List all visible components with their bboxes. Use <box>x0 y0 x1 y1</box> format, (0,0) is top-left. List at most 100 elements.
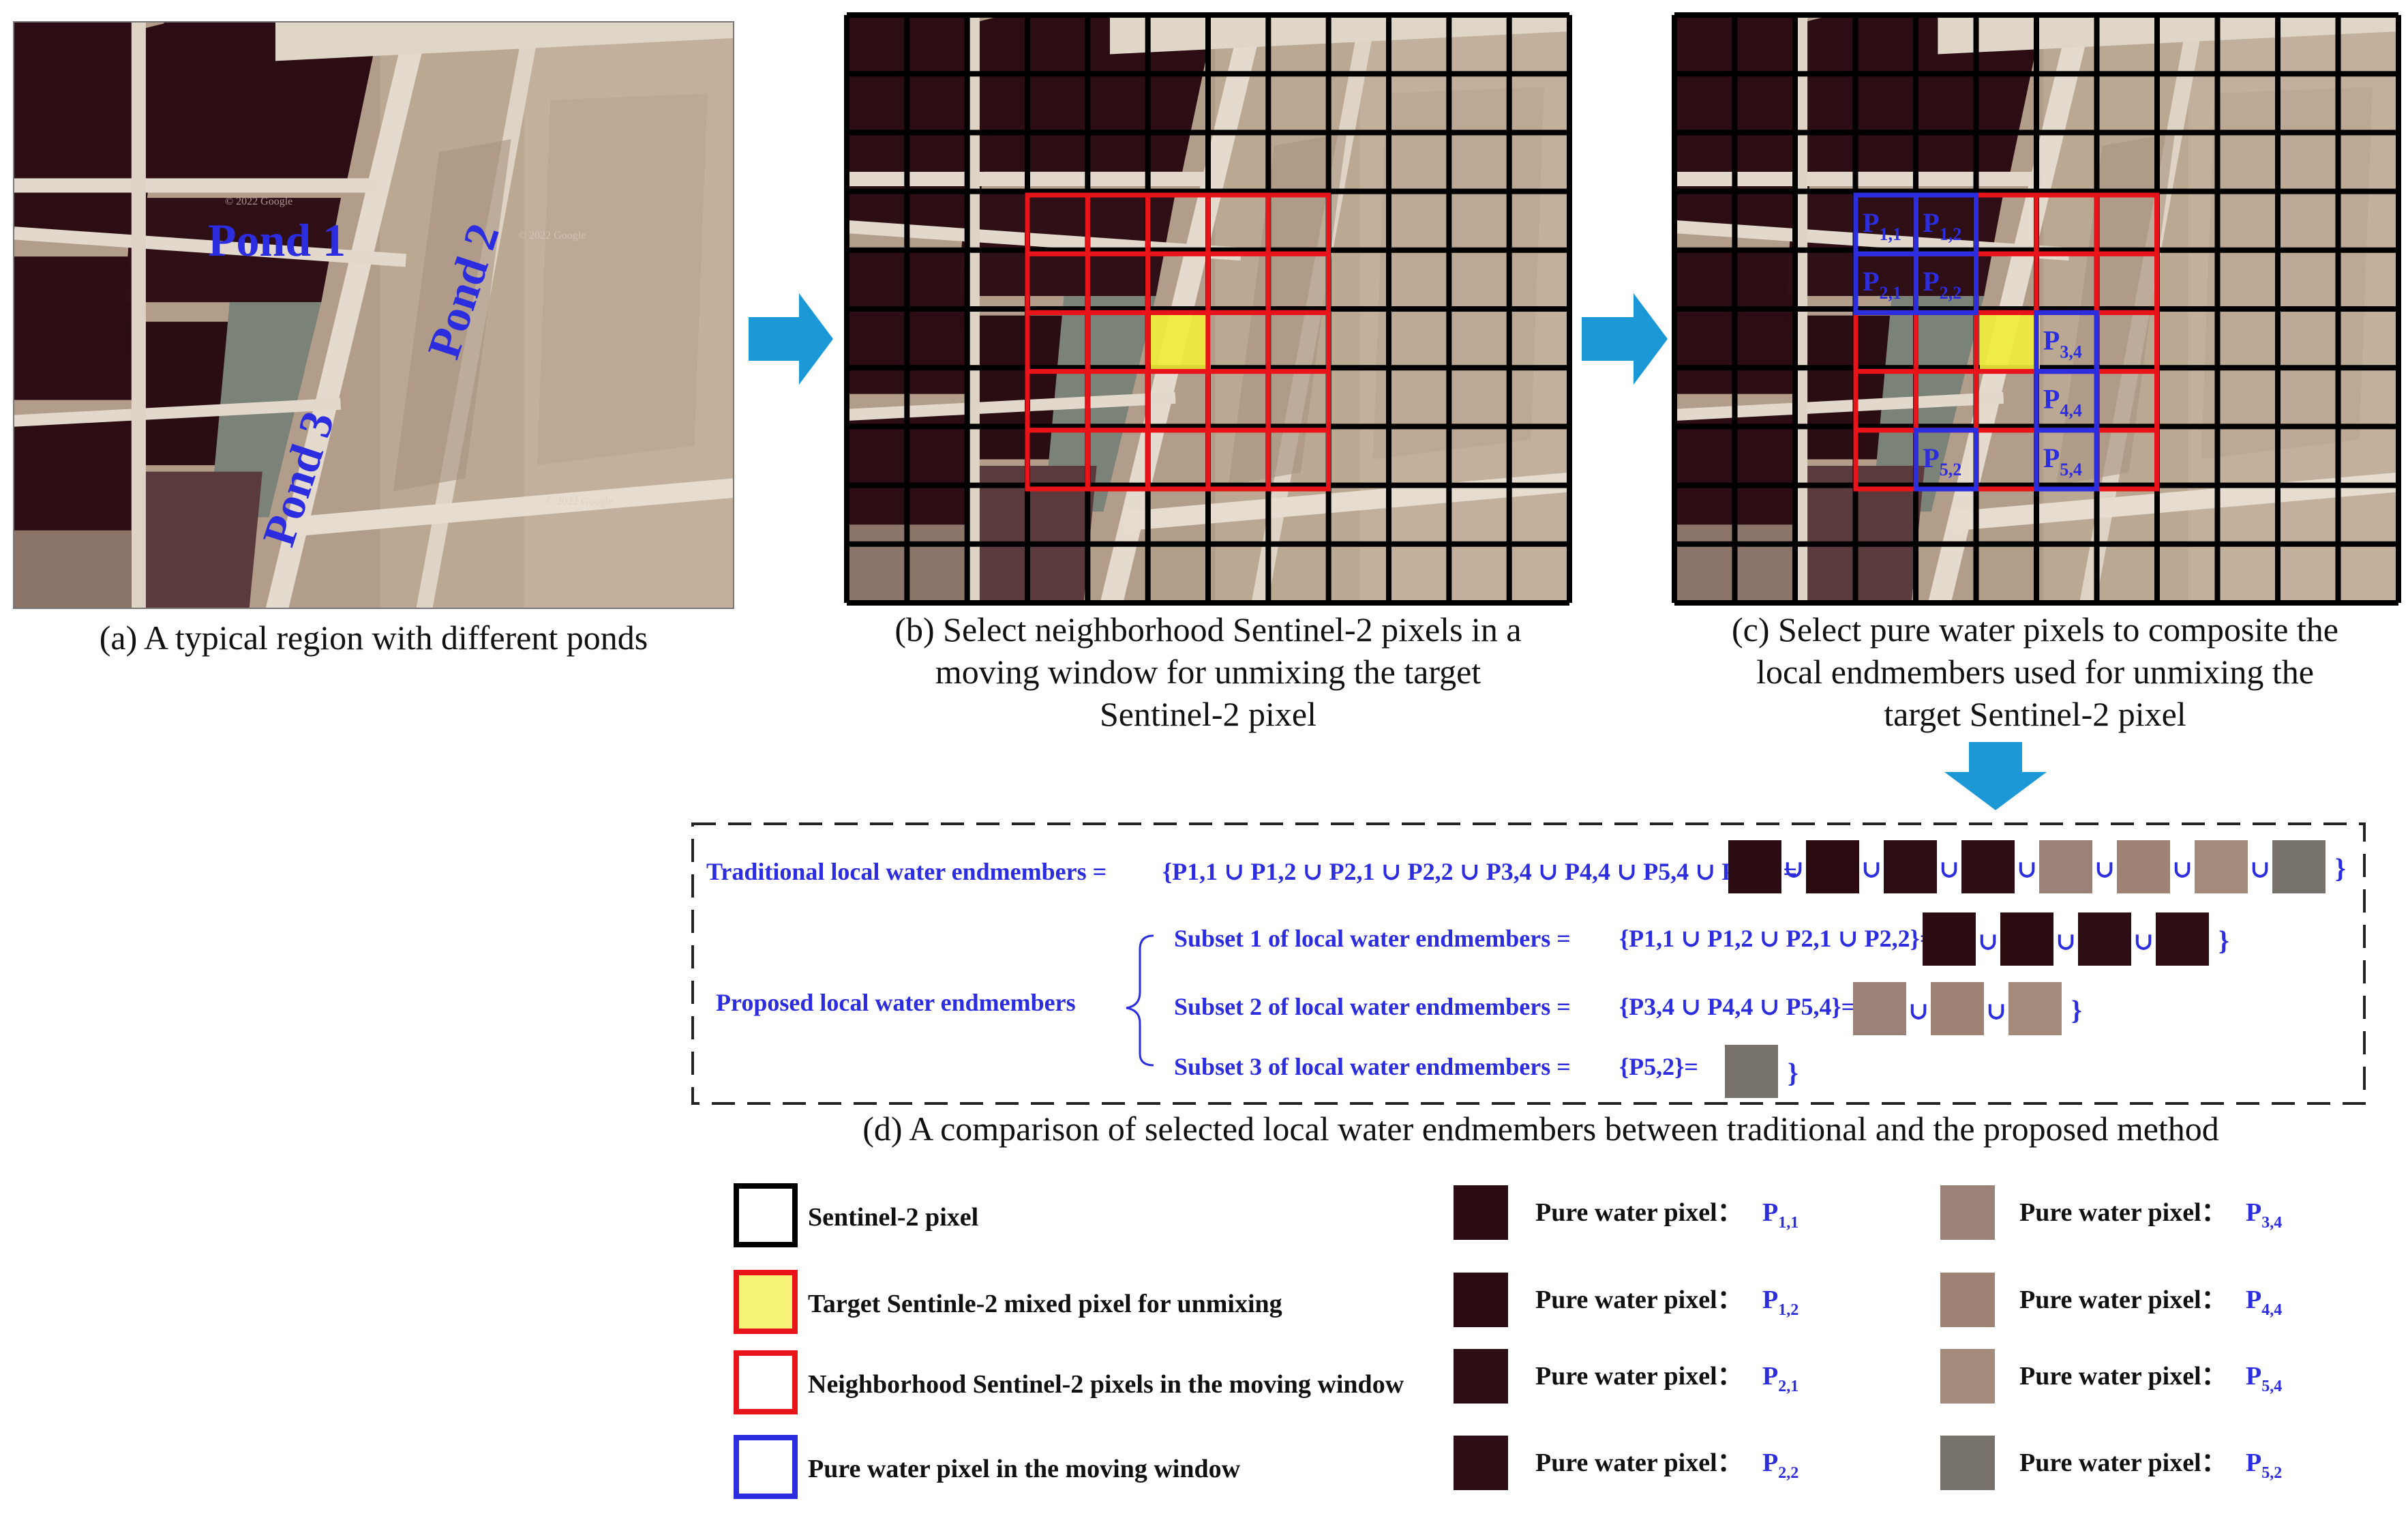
pure-pixel-label: P2,1 <box>1863 266 1901 303</box>
pure-water-swatch <box>1454 1436 1508 1490</box>
endmember-swatch <box>2117 840 2170 893</box>
pure-water-pixels: P1,1 P1,2P2,1 P2,2P3,4P4,4P5,2 P5,4 <box>1853 192 2099 492</box>
caption-d: (d) A comparison of selected local water… <box>862 1110 2219 1148</box>
subset1-set: {P1,1 ∪ P1,2 ∪ P2,1 ∪ P2,2}= <box>1619 925 1933 952</box>
arrow-down-icon <box>1944 742 2047 810</box>
pure-water-legend-id: P5,4 <box>2246 1362 2282 1395</box>
union-symbol: ∪ <box>1939 856 1959 883</box>
caption-line: (c) Select pure water pixels to composit… <box>1732 610 2338 649</box>
endmember-swatch <box>2078 912 2131 966</box>
panel-b: (b) Select neighborhood Sentinel-2 pixel… <box>844 12 1572 733</box>
subset2-set: {P3,4 ∪ P4,4 ∪ P5,4}= <box>1619 993 1855 1020</box>
pure-pixel-box <box>1913 251 1979 315</box>
caption-a: (a) A typical region with different pond… <box>100 619 648 657</box>
union-symbol: ∪ <box>2094 856 2115 883</box>
close-brace: } <box>2218 925 2229 956</box>
pure-water-legend-label: Pure water pixel： <box>2019 1449 2227 1477</box>
panel-c: P1,1 P1,2P2,1 P2,2P3,4P4,4P5,2 P5,4 (c) Sel… <box>1672 12 2401 733</box>
caption-line: local endmembers used for unmixing the <box>1756 653 2314 691</box>
pure-water-legend-id: P2,1 <box>1762 1362 1799 1395</box>
pure-pixel-label: P5,2 <box>1923 443 1961 479</box>
target-pixel <box>1151 315 1211 371</box>
pure-water-legend-label: Pure water pixel： <box>1535 1198 1743 1227</box>
pond-label-1: Pond 1 <box>208 214 346 266</box>
union-symbol: ∪ <box>1784 856 1804 883</box>
pure-pixel-label: P1,1 <box>1863 207 1901 244</box>
legend-swatch <box>734 1435 798 1499</box>
pure-water-swatch <box>1940 1273 1995 1327</box>
pure-pixel-box <box>2034 428 2099 492</box>
union-symbol: ∪ <box>2056 928 2076 955</box>
caption-c: (c) Select pure water pixels to composit… <box>1732 610 2338 733</box>
endmember-swatch <box>2000 912 2053 966</box>
endmember-swatch <box>2008 982 2062 1035</box>
traditional-endmember-swatches: ∪∪∪∪∪∪∪} <box>1728 840 2346 893</box>
pure-pixel-label: P1,2 <box>1923 207 1961 244</box>
pure-water-swatch <box>1940 1436 1995 1490</box>
subset3-swatches: } <box>1725 1045 1799 1098</box>
close-brace: } <box>2335 853 2346 884</box>
traditional-label: Traditional local water endmembers = <box>706 858 1107 885</box>
union-symbol: ∪ <box>2172 856 2193 883</box>
subset1-label: Subset 1 of local water endmembers = <box>1174 925 1571 952</box>
close-brace: } <box>2071 995 2082 1026</box>
map-watermark: © 2022 Google <box>545 496 613 507</box>
pure-water-legend-label: Pure water pixel： <box>1535 1449 1743 1477</box>
pure-water-swatch <box>1454 1273 1508 1327</box>
endmember-swatch <box>1961 840 2015 893</box>
panel-d: Traditional local water endmembers = {P1… <box>691 822 2366 1148</box>
endmember-swatch <box>1853 982 1906 1035</box>
endmember-swatch <box>2272 840 2326 893</box>
union-symbol: ∪ <box>1908 998 1929 1025</box>
legend-label: Target Sentinle-2 mixed pixel for unmixi… <box>808 1290 1282 1318</box>
pure-water-legend-id: P5,2 <box>2246 1449 2282 1482</box>
pure-pixel-label: P4,4 <box>2043 384 2082 421</box>
proposed-label: Proposed local water endmembers <box>716 989 1076 1016</box>
subset1-swatches: ∪∪∪} <box>1923 912 2229 966</box>
arrow-right-icon <box>749 293 833 385</box>
map-watermark: © 2022 Google <box>225 196 292 207</box>
caption-b: (b) Select neighborhood Sentinel-2 pixel… <box>894 610 1521 733</box>
pure-water-swatch <box>1940 1349 1995 1404</box>
pure-water-swatch <box>1454 1185 1508 1240</box>
subset3-set: {P5,2}= <box>1619 1053 1698 1080</box>
union-symbol: ∪ <box>1986 998 2006 1025</box>
endmember-swatch <box>1806 840 1859 893</box>
endmember-swatch <box>1931 982 1984 1035</box>
pure-water-legend-id: P3,4 <box>2246 1198 2282 1232</box>
endmember-swatch <box>1884 840 1937 893</box>
pure-water-legend-label: Pure water pixel： <box>2019 1362 2227 1391</box>
endmember-swatch <box>2039 840 2092 893</box>
traditional-set: {P1,1 ∪ P1,2 ∪ P2,1 ∪ P2,2 ∪ P3,4 ∪ P4,4… <box>1162 858 1797 885</box>
pure-pixel-label: P2,2 <box>1923 266 1961 303</box>
endmember-swatch <box>1923 912 1976 966</box>
target-pixel <box>1980 315 2040 371</box>
endmember-swatch <box>2195 840 2248 893</box>
pure-water-legend-id: P2,2 <box>1762 1449 1799 1482</box>
union-symbol: ∪ <box>1978 928 1998 955</box>
pure-water-legend-label: Pure water pixel： <box>2019 1286 2227 1314</box>
pure-water-legend-id: P1,2 <box>1762 1286 1799 1319</box>
union-symbol: ∪ <box>1861 856 1882 883</box>
pure-pixel-label: P5,4 <box>2043 443 2082 479</box>
legend-label: Sentinel-2 pixel <box>808 1203 978 1232</box>
pure-water-swatch <box>1454 1349 1508 1404</box>
legend-swatch <box>734 1270 798 1334</box>
pure-water-legend-id: P4,4 <box>2246 1286 2282 1319</box>
legend-label: Pure water pixel in the moving window <box>808 1455 1241 1483</box>
endmember-swatch <box>2156 912 2209 966</box>
pure-water-legend-label: Pure water pixel： <box>1535 1362 1743 1391</box>
moving-window <box>1025 192 1331 492</box>
caption-line: moving window for unmixing the target <box>935 653 1481 691</box>
comparison-box <box>691 822 2366 1105</box>
subset2-label: Subset 2 of local water endmembers = <box>1174 993 1571 1020</box>
close-brace: } <box>1788 1058 1799 1088</box>
pure-pixel-label: P3,4 <box>2043 325 2082 361</box>
caption-line: (b) Select neighborhood Sentinel-2 pixel… <box>894 610 1521 649</box>
union-symbol: ∪ <box>2017 856 2037 883</box>
pure-water-swatch <box>1940 1185 1995 1240</box>
pure-water-legend-label: Pure water pixel： <box>1535 1286 1743 1314</box>
